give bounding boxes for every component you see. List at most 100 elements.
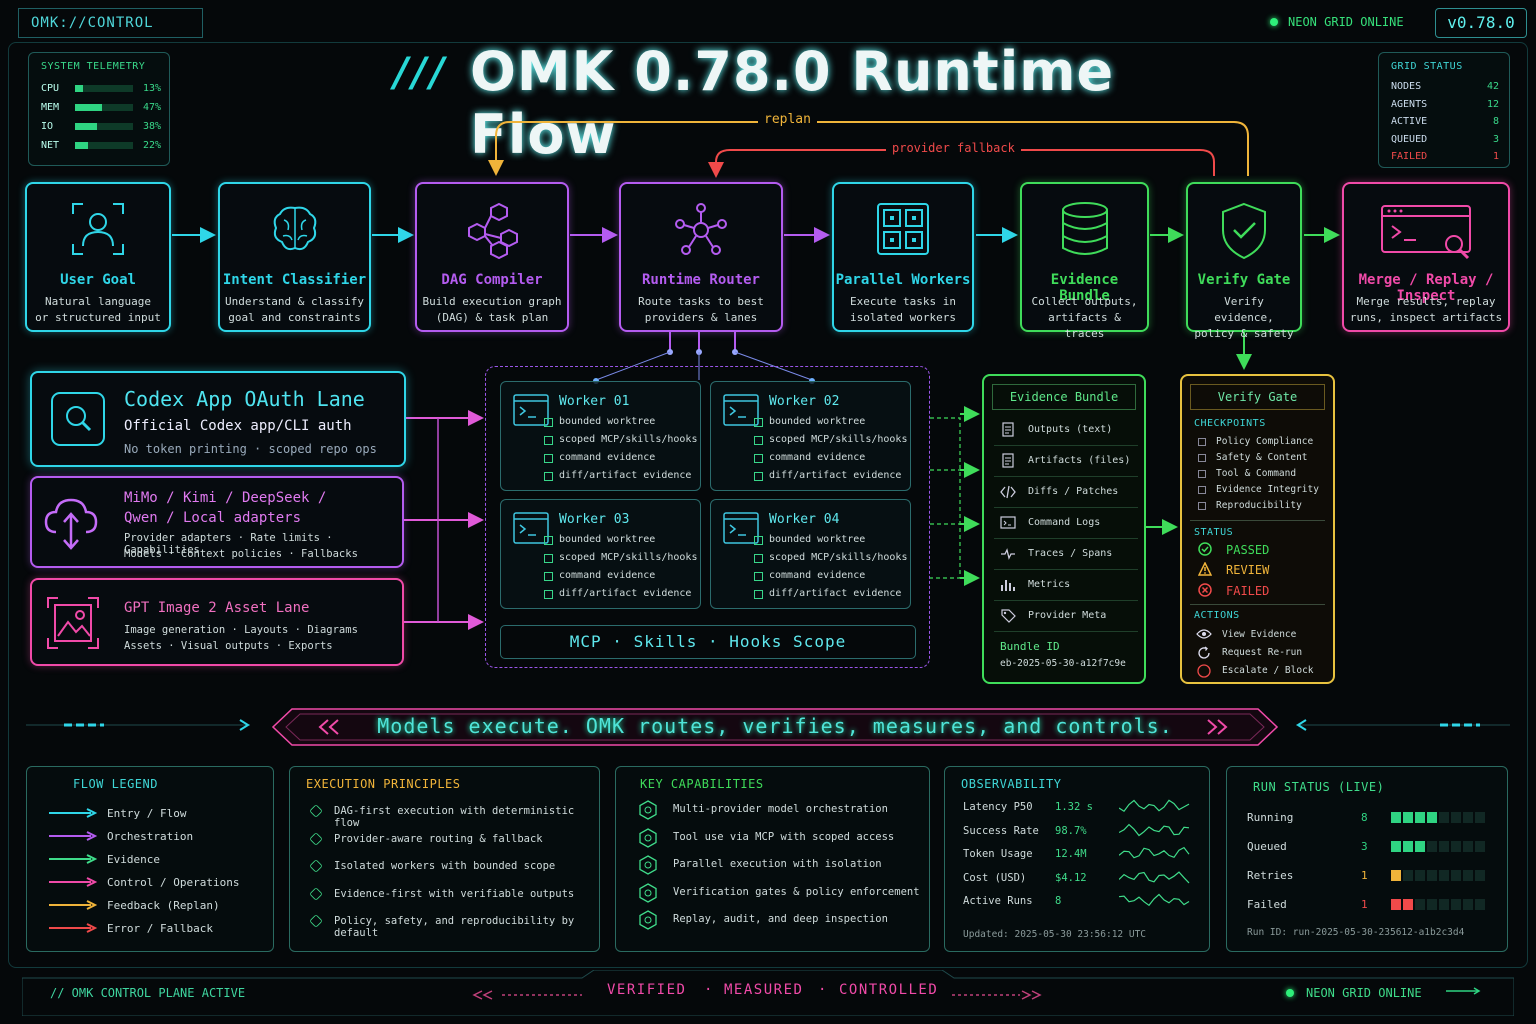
evidence-item[interactable]: Command Logs — [994, 511, 1138, 539]
checkpoints-label: CHECKPOINTS — [1194, 418, 1266, 429]
bundle-id-value: eb-2025-05-30-a12f7c9e — [1000, 658, 1126, 669]
telemetry-label: CPU — [41, 83, 60, 94]
checkpoint-item: Reproducibility — [1216, 500, 1302, 511]
telemetry-value: 38% — [143, 121, 162, 132]
evidence-item-label: Command Logs — [1028, 517, 1101, 528]
footer-word-controlled: CONTROLLED — [839, 982, 939, 998]
run-id: Run ID: run-2025-05-30-235612-a1b2c3d4 — [1247, 927, 1465, 938]
provider-adapters-lane[interactable]: MiMo / Kimi / DeepSeek / Qwen / Local ad… — [30, 476, 404, 568]
warning-icon — [1198, 562, 1212, 576]
footer-word-verified: VERIFIED — [607, 982, 687, 998]
worker-checklist-item: diff/artifact evidence — [753, 470, 902, 481]
verify-gate-panel: Verify Gate CHECKPOINTS Policy Complianc… — [1180, 374, 1335, 684]
telemetry-bar — [75, 85, 133, 92]
metric-value: 98.7% — [1055, 824, 1087, 837]
worker-card[interactable]: Worker 04 bounded worktree scoped MCP/skil… — [710, 499, 911, 609]
run-status-segment — [1439, 812, 1449, 823]
flow-node-desc-line: Execute tasks in — [850, 295, 956, 308]
status-review: REVIEW — [1226, 563, 1270, 577]
worker-checklist-item: scoped MCP/skills/hooks — [753, 434, 908, 445]
eye-icon — [1196, 629, 1212, 639]
run-status-segment — [1403, 870, 1413, 881]
action-request-rerun[interactable]: Request Re-run — [1222, 647, 1303, 658]
flow-node-desc: Collect outputs,artifacts & traces — [1026, 294, 1143, 342]
codex-lane-note: No token printing · scoped repo ops — [124, 442, 377, 456]
capability-item: Replay, audit, and deep inspection — [673, 913, 888, 925]
run-status-segment — [1391, 841, 1401, 852]
run-status-segment — [1403, 841, 1413, 852]
worker-title: Worker 02 — [769, 394, 840, 409]
version-badge: v0.78.0 — [1435, 8, 1527, 38]
worker-checklist-item: bounded worktree — [543, 416, 656, 427]
sparkline — [1119, 870, 1190, 883]
evidence-item[interactable]: Metrics — [994, 573, 1138, 601]
run-status-segment — [1427, 899, 1437, 910]
grid-online-status: NEON GRID ONLINE — [1270, 12, 1404, 32]
terminal-icon — [513, 394, 549, 426]
worker-checklist-item: scoped MCP/skills/hooks — [753, 552, 908, 563]
brand-label: OMK://CONTROL — [18, 8, 203, 38]
evidence-item[interactable]: Outputs (text) — [994, 418, 1138, 446]
checkpoint-box-icon — [1198, 486, 1206, 494]
flow-node-title: Verify Gate — [1197, 272, 1291, 288]
evidence-item[interactable]: Provider Meta — [994, 604, 1138, 632]
run-status-segment — [1391, 812, 1401, 823]
run-status-segment — [1451, 899, 1461, 910]
capabilities-title: KEY CAPABILITIES — [640, 777, 764, 791]
telemetry-value: 22% — [143, 140, 162, 151]
principle-bullet-icon — [309, 831, 323, 846]
worker-checklist-item: scoped MCP/skills/hooks — [543, 552, 698, 563]
principle-bullet-icon — [309, 804, 323, 818]
evidence-item[interactable]: Diffs / Patches — [994, 480, 1138, 508]
page-title: /// OMK 0.78.0 Runtime Flow — [390, 40, 1150, 166]
footer-status-dot-icon — [1286, 989, 1294, 997]
legend-item-label: Control / Operations — [107, 876, 240, 889]
flow-node-desc-line: Natural language — [45, 295, 151, 308]
worker-checklist-item: bounded worktree — [753, 534, 866, 545]
sparkline — [1119, 846, 1190, 859]
gpt-image-asset-lane[interactable]: GPT Image 2 Asset Lane Image generation … — [30, 578, 404, 666]
codex-oauth-lane[interactable]: Codex App OAuth Lane Official Codex app/… — [30, 371, 406, 467]
telemetry-bar-fill — [75, 123, 98, 130]
brain-icon — [273, 206, 316, 251]
evidence-item[interactable]: Traces / Spans — [994, 542, 1138, 570]
run-status-label: Retries — [1247, 869, 1294, 882]
flow-node-title: Intent Classifier — [222, 272, 367, 288]
search-icon — [51, 392, 105, 446]
principle-item: Evidence-first with verifiable outputs — [334, 887, 575, 900]
flow-node-title: Merge / Replay / Inspect — [1358, 272, 1494, 304]
capability-hex-icon — [639, 827, 657, 848]
cloud-upload-icon — [44, 498, 98, 550]
image-icon — [47, 597, 99, 649]
worker-title: Worker 04 — [769, 512, 840, 527]
provider-lane-title-2: Qwen / Local adapters — [124, 510, 302, 526]
evidence-item[interactable]: Artifacts (files) — [994, 449, 1138, 477]
action-view-evidence[interactable]: View Evidence — [1222, 629, 1297, 640]
flow-node-desc-line: Collect outputs, — [1031, 295, 1138, 308]
evidence-bundle-panel: Evidence Bundle Outputs (text)Artifacts … — [982, 374, 1146, 684]
action-escalate-block[interactable]: Escalate / Block — [1222, 665, 1314, 676]
terminal-search-icon — [1381, 205, 1471, 260]
telemetry-bar — [75, 123, 133, 130]
legend-arrow-icon — [49, 831, 97, 841]
legend-item-label: Feedback (Replan) — [107, 899, 220, 912]
passed-icon — [1198, 542, 1212, 556]
sparkline — [1119, 893, 1190, 907]
checkpoint-box-icon — [1198, 438, 1206, 446]
